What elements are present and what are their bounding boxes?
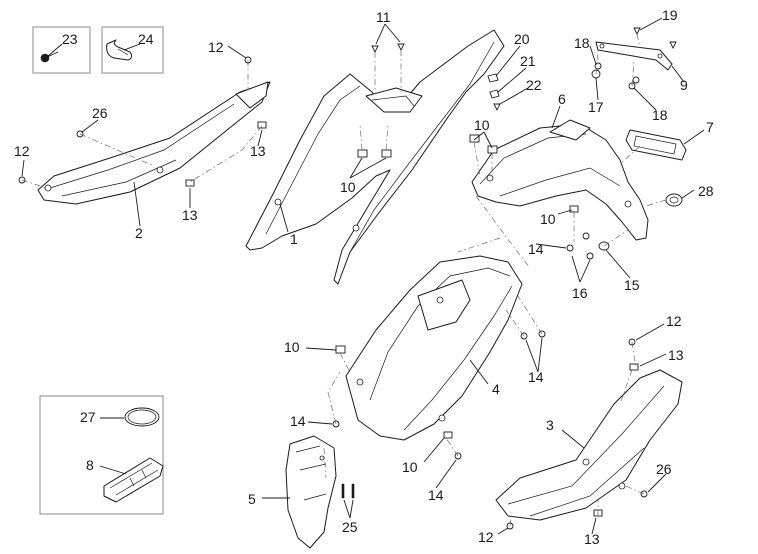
- callout-10: 10: [474, 117, 490, 133]
- callout-20: 20: [514, 31, 530, 47]
- inset-box-screw-23: [32, 26, 91, 74]
- callout-14: 14: [528, 369, 544, 385]
- screws-12: [18, 56, 636, 530]
- alignment-lines: [21, 33, 667, 527]
- grommet-part-28: [665, 193, 683, 207]
- callout-26: 26: [92, 105, 108, 121]
- plate-bracket-part-9: [595, 41, 673, 71]
- callout-labels: 1 2 3 4 5 6 7 8 9 11 16 19 20 21 22 23 2…: [14, 7, 714, 547]
- hugger-part-5: [285, 435, 337, 549]
- callout-7: 7: [706, 119, 714, 135]
- callout-15: 15: [624, 277, 640, 293]
- callout-13: 13: [250, 143, 266, 159]
- callout-26: 26: [656, 461, 672, 477]
- callout-13: 13: [668, 347, 684, 363]
- callout-11: 11: [376, 9, 391, 25]
- callout-18: 18: [652, 107, 668, 123]
- callout-6: 6: [558, 91, 566, 107]
- rear-mudguard-part-4: [345, 255, 523, 441]
- callout-4: 4: [492, 381, 500, 397]
- callout-12: 12: [478, 529, 494, 545]
- seat-cowl-part-1: [245, 29, 505, 285]
- callout-14: 14: [528, 241, 544, 257]
- callout-21: 21: [520, 53, 536, 69]
- callout-12: 12: [666, 313, 682, 329]
- screw-19: [633, 27, 677, 50]
- right-side-panel-part-3: [495, 369, 683, 521]
- callout-19: 19: [662, 7, 678, 23]
- callout-1: 1: [290, 231, 298, 247]
- screws-25: [341, 483, 355, 499]
- inset-box-kit: [39, 395, 164, 515]
- callout-3: 3: [546, 417, 554, 433]
- clips-20-21-22: [487, 73, 501, 112]
- screws-11: [371, 43, 405, 54]
- callout-22: 22: [526, 77, 542, 93]
- callout-27: 27: [80, 409, 96, 425]
- screws-14: [332, 244, 574, 460]
- callout-13: 13: [182, 207, 198, 223]
- callout-8: 8: [86, 457, 94, 473]
- callout-14: 14: [428, 487, 444, 503]
- callout-12: 12: [14, 143, 30, 159]
- callout-18: 18: [574, 35, 590, 51]
- callout-10: 10: [340, 179, 356, 195]
- callout-5: 5: [248, 491, 256, 507]
- callout-16: 16: [572, 285, 588, 301]
- callout-13: 13: [584, 531, 600, 547]
- o-ring-27-icon: [124, 407, 160, 427]
- nuts-10: [335, 134, 579, 439]
- washer-15-nut-16: [582, 232, 610, 260]
- left-side-panel-part-2: [37, 81, 271, 205]
- callout-10: 10: [284, 339, 300, 355]
- leader-lines: [21, 17, 705, 535]
- callout-2: 2: [135, 225, 143, 241]
- reflector-part-7: [625, 129, 687, 161]
- callout-10: 10: [402, 459, 418, 475]
- callout-28: 28: [698, 183, 714, 199]
- callout-14: 14: [290, 413, 306, 429]
- callout-23: 23: [62, 31, 78, 47]
- screw-23-icon: [40, 51, 59, 63]
- callout-17: 17: [588, 99, 604, 115]
- callout-25: 25: [342, 519, 358, 535]
- tray-8-icon: [103, 457, 164, 503]
- callout-10: 10: [540, 211, 556, 227]
- license-bracket-part-6: [471, 119, 649, 241]
- inset-box-clip-24: [101, 26, 164, 74]
- callout-24: 24: [138, 31, 154, 47]
- callout-12: 12: [208, 39, 224, 55]
- callout-9: 9: [680, 77, 688, 93]
